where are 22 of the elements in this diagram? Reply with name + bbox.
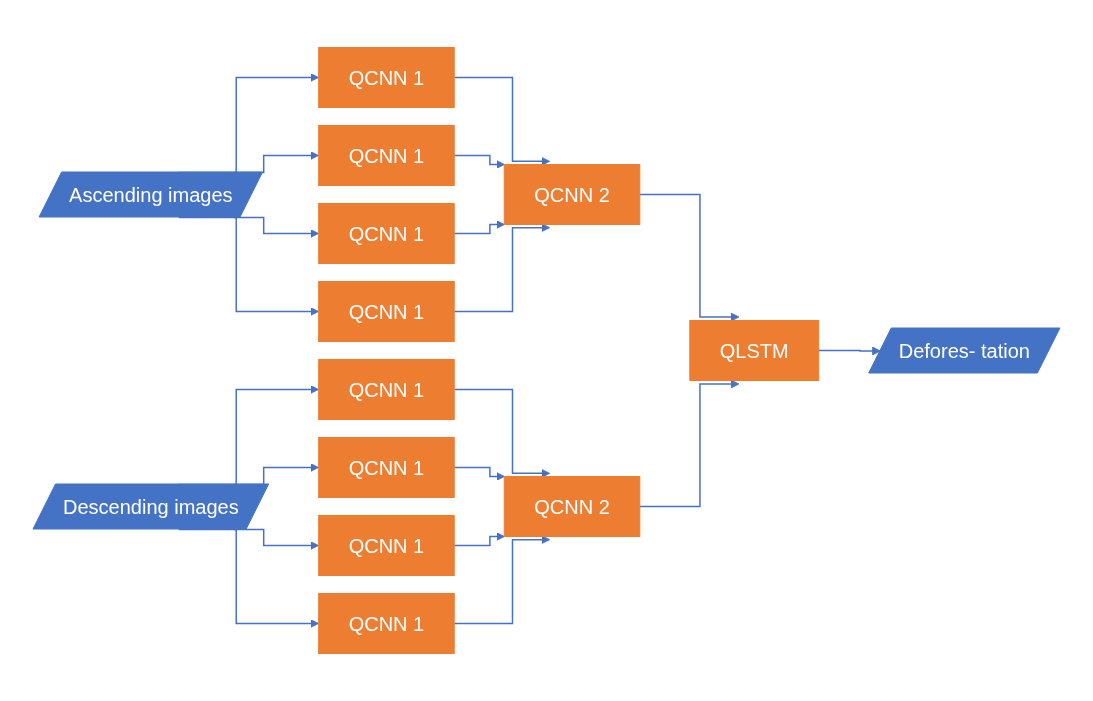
node-box: QCNN 1: [318, 437, 455, 498]
node-box: QCNN 2: [503, 164, 641, 225]
node-box: QCNN 1: [318, 203, 455, 264]
node-box: QCNN 1: [318, 515, 455, 576]
arrow: [639, 193, 740, 322]
arrow: [453, 466, 505, 481]
node-box: QCNN 1: [318, 593, 455, 654]
arrow: [639, 379, 740, 508]
arrow: [453, 388, 551, 478]
node-box: QCNN 1: [318, 125, 455, 186]
node-box: QCNN 2: [503, 476, 641, 537]
node-box: QLSTM: [689, 320, 820, 381]
arrow: [453, 532, 505, 547]
node-box: QCNN 1: [318, 47, 455, 108]
arrow: [453, 535, 551, 625]
node-box: QCNN 1: [318, 281, 455, 342]
arrow: [453, 220, 505, 235]
arrow: [453, 223, 551, 313]
arrow: [453, 76, 551, 166]
node-box: QCNN 1: [318, 359, 455, 420]
arrow: [818, 346, 881, 356]
arrow: [453, 154, 505, 169]
